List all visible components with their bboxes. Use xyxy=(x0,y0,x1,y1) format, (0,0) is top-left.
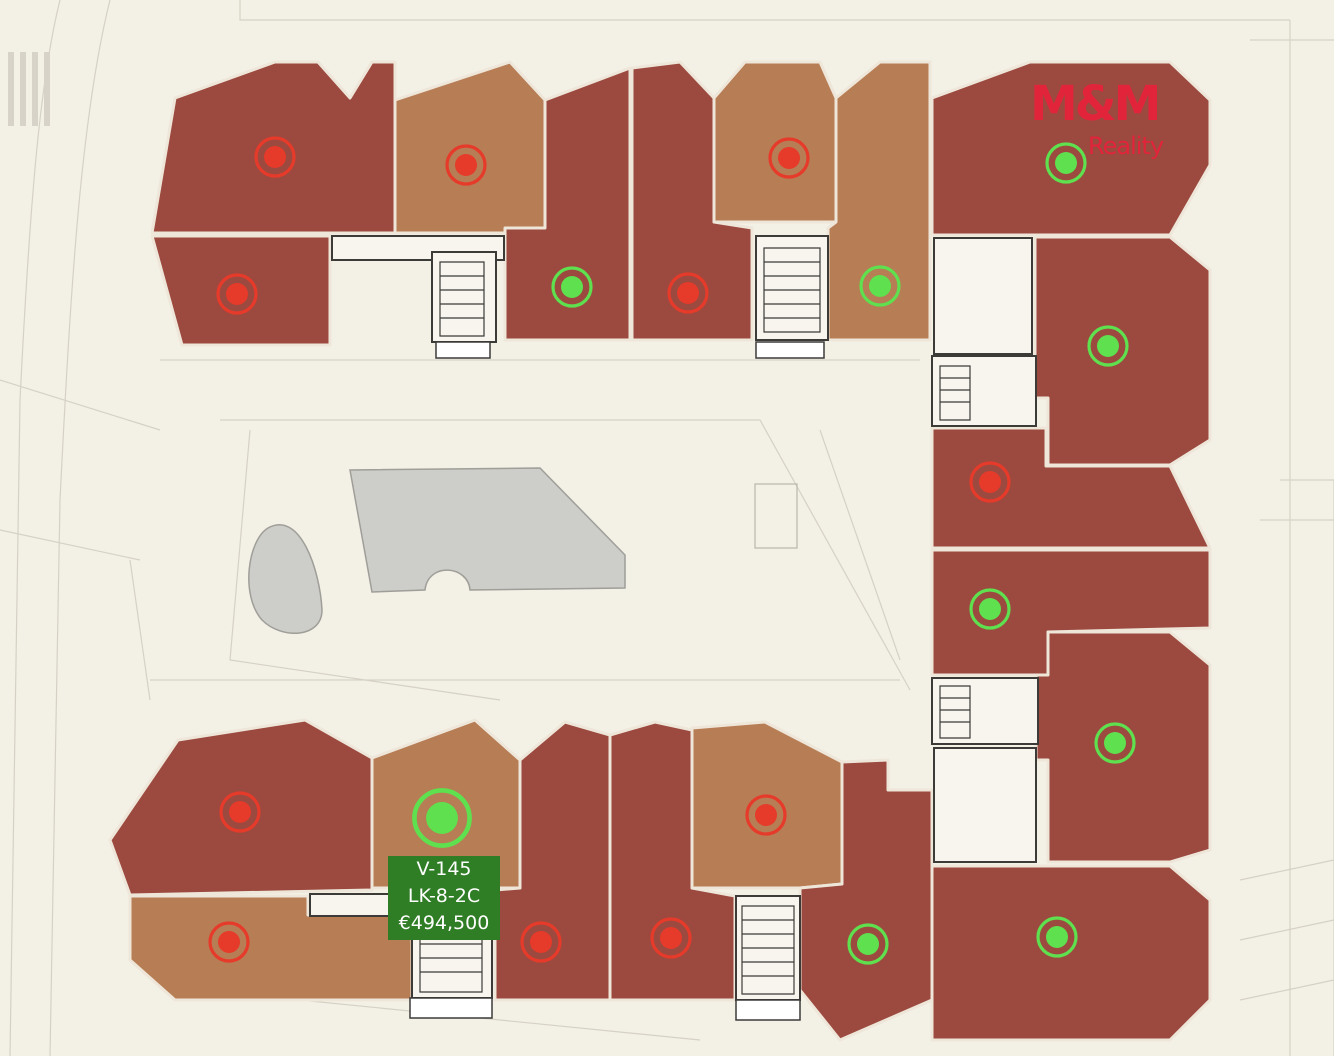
tooltip-unit-code: LK-8-2C xyxy=(407,885,481,907)
marker-ring xyxy=(1036,916,1078,958)
unit-shape-u06[interactable] xyxy=(712,60,838,224)
unit-marker-u12[interactable] xyxy=(1094,722,1136,764)
marker-ring xyxy=(1094,722,1136,764)
marker-dot xyxy=(660,927,682,949)
marker-ring xyxy=(969,461,1011,503)
unit-marker-u02[interactable] xyxy=(445,144,487,186)
unit-marker-u17[interactable] xyxy=(650,917,692,959)
unit-shape-u17[interactable] xyxy=(608,720,737,1002)
tooltip-unit-id: V-145 xyxy=(416,858,472,880)
kids-pool xyxy=(248,524,323,634)
unit-marker-u20[interactable] xyxy=(1036,916,1078,958)
marker-ring xyxy=(768,137,810,179)
marker-ring xyxy=(969,588,1011,630)
marker-dot xyxy=(677,282,699,304)
unit-marker-u04[interactable] xyxy=(551,266,593,308)
marker-ring xyxy=(219,791,261,833)
balconies xyxy=(409,341,825,1021)
marker-ring xyxy=(551,266,593,308)
unit-marker-u09[interactable] xyxy=(1087,325,1129,367)
unit-shape-u04[interactable] xyxy=(503,66,632,342)
unit-shape-u05[interactable] xyxy=(630,60,754,342)
marker-ring xyxy=(667,272,709,314)
marker-dot xyxy=(455,154,477,176)
unit-markers xyxy=(208,136,1136,965)
tooltip-background xyxy=(388,856,500,940)
unit-shape-u10[interactable] xyxy=(930,426,1212,550)
main-pool xyxy=(349,467,626,593)
marker-ring xyxy=(847,923,889,965)
marker-ring xyxy=(254,136,296,178)
marker-dot xyxy=(561,276,583,298)
brand-logo: M&M Reality xyxy=(1030,78,1190,168)
brand-subtitle: Reality xyxy=(1088,132,1164,160)
marker-dot xyxy=(869,275,891,297)
unit-marker-u06[interactable] xyxy=(768,137,810,179)
unit-shape-u07[interactable] xyxy=(826,60,932,342)
unit-marker-u01[interactable] xyxy=(254,136,296,178)
marker-ring xyxy=(859,265,901,307)
unit-marker-u19[interactable] xyxy=(847,923,889,965)
unit-marker-u08[interactable] xyxy=(1045,142,1087,184)
unit-marker-u05[interactable] xyxy=(667,272,709,314)
marker-ring xyxy=(216,273,258,315)
marker-dot xyxy=(1097,335,1119,357)
marker-ring xyxy=(1045,142,1087,184)
unit-shape-u09[interactable] xyxy=(1033,235,1212,467)
unit-marker-u10[interactable] xyxy=(969,461,1011,503)
marker-dot xyxy=(778,147,800,169)
unit-shape-u08[interactable] xyxy=(930,60,1212,237)
marker-dot xyxy=(264,146,286,168)
unit-marker-u15[interactable] xyxy=(208,921,250,963)
crosswalk xyxy=(8,52,50,126)
marker-dot xyxy=(530,931,552,953)
unit-marker-u16[interactable] xyxy=(520,921,562,963)
marker-dot xyxy=(229,801,251,823)
unit-tooltip: V-145 LK-8-2C €494,500 xyxy=(388,856,500,940)
marker-dot xyxy=(979,598,1001,620)
marker-dot xyxy=(218,931,240,953)
pool-deck xyxy=(754,483,798,549)
marker-ring xyxy=(445,144,487,186)
marker-dot xyxy=(1055,152,1077,174)
unit-marker-u03[interactable] xyxy=(216,273,258,315)
unit-marker-u18[interactable] xyxy=(745,794,787,836)
marker-dot xyxy=(755,804,777,826)
marker-dot xyxy=(1046,926,1068,948)
marker-ring xyxy=(208,921,250,963)
unit-marker-u13[interactable] xyxy=(219,791,261,833)
marker-ring xyxy=(745,794,787,836)
marker-ring xyxy=(412,788,472,848)
tooltip-price: €494,500 xyxy=(398,912,490,934)
brand-name: M&M xyxy=(1030,76,1161,132)
unit-marker-u07[interactable] xyxy=(859,265,901,307)
unit-shape-u19[interactable] xyxy=(798,758,934,1042)
unit-shape-u16[interactable] xyxy=(493,720,612,1002)
marker-dot xyxy=(1104,732,1126,754)
marker-dot xyxy=(857,933,879,955)
marker-ring xyxy=(520,921,562,963)
marker-dot xyxy=(226,283,248,305)
marker-dot xyxy=(426,802,458,834)
marker-dot xyxy=(979,471,1001,493)
unit-shape-u20[interactable] xyxy=(930,864,1212,1042)
unit-marker-u14[interactable] xyxy=(412,788,472,848)
unit-marker-u11[interactable] xyxy=(969,588,1011,630)
marker-ring xyxy=(650,917,692,959)
marker-ring xyxy=(1087,325,1129,367)
